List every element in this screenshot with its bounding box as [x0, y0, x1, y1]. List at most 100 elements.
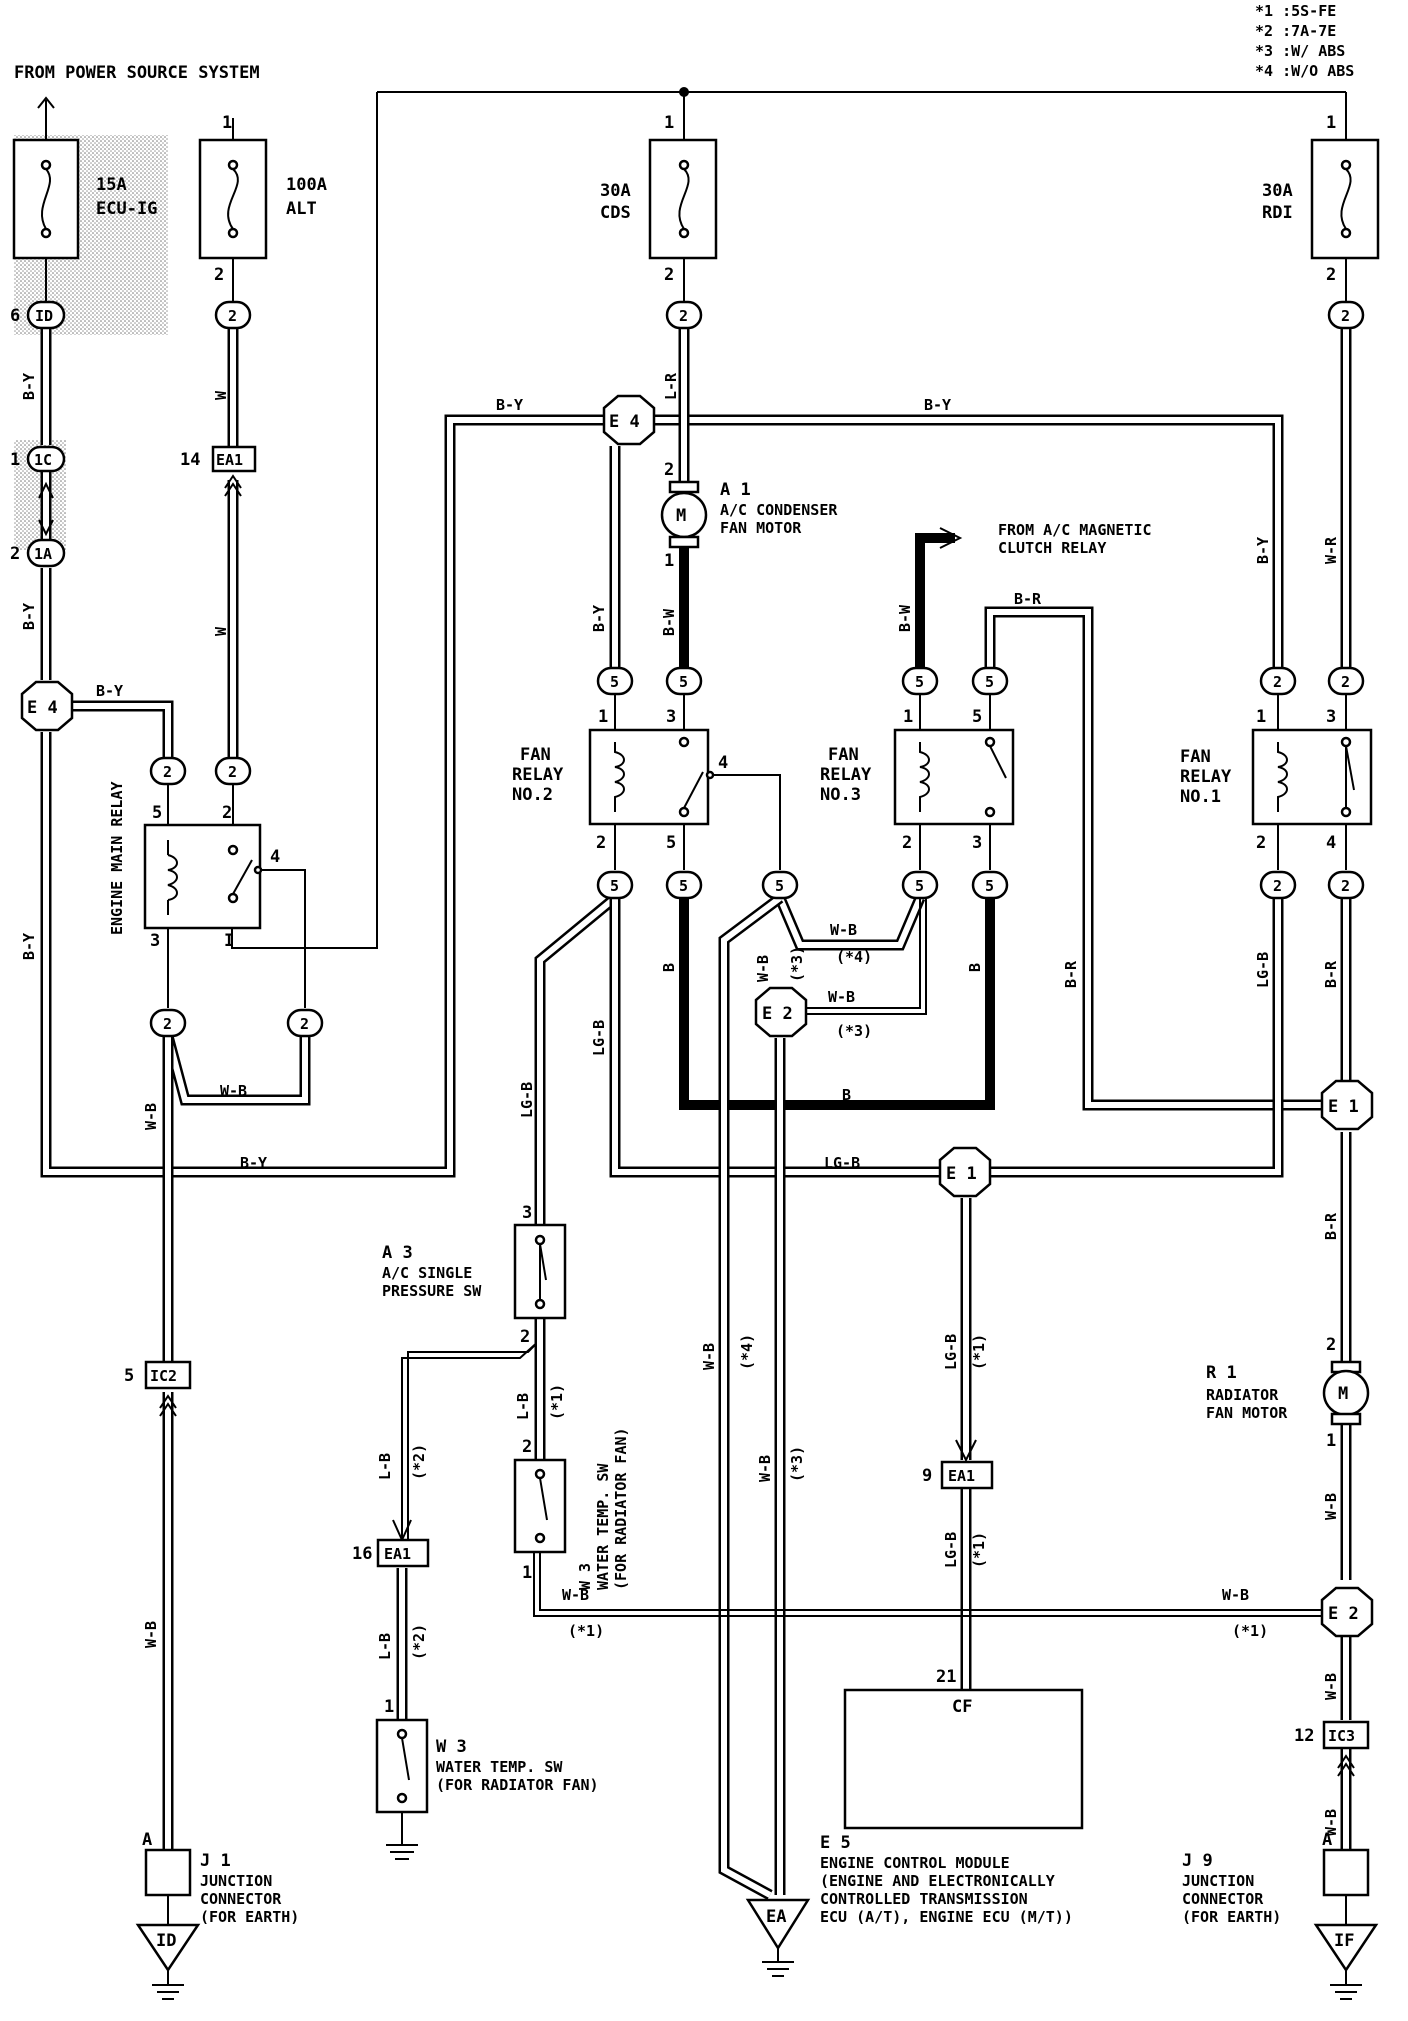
conn-r3-top-5: 5 — [971, 666, 1009, 696]
svg-text:5: 5 — [915, 877, 924, 895]
junction-e4-left: E 4 — [20, 680, 74, 732]
svg-text:2: 2 — [1341, 673, 1350, 691]
svg-text:(*1): (*1) — [1232, 1622, 1268, 1640]
svg-text:(FOR EARTH): (FOR EARTH) — [200, 1908, 299, 1926]
svg-text:NO.1: NO.1 — [1180, 787, 1221, 807]
svg-text:4: 4 — [270, 847, 280, 867]
svg-text:2: 2 — [10, 544, 20, 564]
svg-text:B-R: B-R — [1014, 590, 1042, 608]
power-source-label: FROM POWER SOURCE SYSTEM — [14, 63, 260, 83]
connector-mr-3: 2 — [149, 1008, 187, 1038]
svg-text:L-B: L-B — [376, 1633, 394, 1660]
wire-by-main-relay — [72, 700, 174, 758]
svg-text:R 1: R 1 — [1206, 1363, 1237, 1383]
svg-text:16: 16 — [352, 1544, 372, 1564]
svg-text:W-B: W-B — [830, 921, 857, 939]
svg-text:W-B: W-B — [562, 1586, 589, 1604]
svg-text:2: 2 — [902, 833, 912, 853]
connector-ea1-alt: EA1 14 — [180, 445, 257, 497]
svg-text:ECU-IG: ECU-IG — [96, 199, 157, 219]
svg-text:W-B: W-B — [1322, 1809, 1340, 1836]
svg-text:5: 5 — [124, 1366, 134, 1386]
svg-text:5: 5 — [915, 673, 924, 691]
svg-text:2: 2 — [1326, 1335, 1336, 1355]
svg-text:B: B — [660, 963, 678, 972]
radiator-fan-motor: M R 1 RADIATOR FAN MOTOR 2 1 — [1206, 1335, 1370, 1451]
svg-text:B-W: B-W — [896, 604, 914, 632]
svg-text:2: 2 — [1273, 673, 1282, 691]
svg-text:(FOR RADIATOR FAN): (FOR RADIATOR FAN) — [436, 1776, 599, 1794]
svg-text:2: 2 — [520, 1327, 530, 1347]
conn-r2-bot-4: 5 — [761, 870, 799, 900]
svg-text:RADIATOR: RADIATOR — [1206, 1386, 1279, 1404]
svg-text:W-B: W-B — [142, 1621, 160, 1648]
svg-text:RDI: RDI — [1262, 203, 1293, 223]
note-3: *3 :W/ ABS — [1255, 42, 1345, 60]
svg-text:ALT: ALT — [286, 199, 317, 219]
svg-text:B-Y: B-Y — [924, 396, 951, 414]
svg-text:RELAY: RELAY — [820, 765, 872, 785]
svg-text:2: 2 — [1326, 265, 1336, 285]
svg-text:CONNECTOR: CONNECTOR — [1182, 1890, 1264, 1908]
svg-text:E 5: E 5 — [820, 1833, 851, 1853]
fan-relay-no1: FAN RELAY NO.1 1 3 2 4 — [1180, 707, 1373, 853]
connector-ic2: IC2 5 — [124, 1360, 192, 1417]
svg-text:E 4: E 4 — [609, 412, 640, 432]
svg-text:(*3): (*3) — [788, 946, 806, 982]
svg-text:B-Y: B-Y — [1254, 537, 1272, 564]
svg-text:5: 5 — [679, 877, 688, 895]
wire-b-loop — [679, 898, 995, 1110]
svg-text:(*4): (*4) — [836, 948, 872, 966]
svg-text:(*1): (*1) — [970, 1532, 988, 1568]
fuse-ecu-ig: 15A ECU-IG — [12, 138, 157, 260]
conn-r2-top-3: 5 — [665, 666, 703, 696]
svg-text:B-Y: B-Y — [20, 603, 38, 630]
svg-text:3: 3 — [666, 707, 676, 727]
junction-e4-top: E 4 — [602, 394, 656, 446]
svg-text:FAN: FAN — [828, 745, 859, 765]
svg-text:5: 5 — [775, 877, 784, 895]
connector-rdi-2: 2 — [1327, 300, 1365, 330]
engine-control-module: CF 21 E 5 ENGINE CONTROL MODULE (ENGINE … — [820, 1667, 1084, 1926]
svg-text:W-B: W-B — [1222, 1586, 1249, 1604]
svg-text:100A: 100A — [286, 175, 327, 195]
conn-r3-bot-3: 5 — [971, 870, 1009, 900]
conn-r2-bot-5: 5 — [665, 870, 703, 900]
svg-text:14: 14 — [180, 450, 200, 470]
svg-text:W-B: W-B — [142, 1103, 160, 1130]
conn-r1-top-1: 2 — [1259, 666, 1297, 696]
svg-text:W-B: W-B — [1322, 1673, 1340, 1700]
svg-text:2: 2 — [228, 307, 237, 325]
svg-text:CF: CF — [952, 1697, 972, 1717]
svg-text:LG-B: LG-B — [824, 1154, 860, 1172]
svg-text:A 1: A 1 — [720, 480, 751, 500]
svg-text:ENGINE CONTROL MODULE: ENGINE CONTROL MODULE — [820, 1854, 1010, 1872]
svg-text:EA1: EA1 — [216, 451, 243, 469]
svg-text:1: 1 — [664, 551, 674, 571]
svg-text:W-B: W-B — [700, 1343, 718, 1370]
wire-wb-gnd-a — [718, 893, 784, 1900]
svg-text:5: 5 — [610, 877, 619, 895]
svg-text:1: 1 — [664, 113, 674, 133]
svg-text:CDS: CDS — [600, 203, 631, 223]
svg-text:1: 1 — [384, 1697, 394, 1717]
svg-text:2: 2 — [1341, 877, 1350, 895]
wire-color-labels: B-Y B-Y B-Y B-Y W W B-Y B-Y B-Y L-R B-Y … — [20, 372, 1340, 1836]
notes-legend: *1 :5S-FE *2 :7A-7E *3 :W/ ABS *4 :W/O A… — [1255, 2, 1354, 80]
svg-text:B-R: B-R — [1062, 960, 1080, 988]
note-2: *2 :7A-7E — [1255, 22, 1336, 40]
ac-single-pressure-switch: 3 2 A 3 A/C SINGLE PRESSURE SW — [382, 1203, 567, 1347]
note-4: *4 :W/O ABS — [1255, 62, 1354, 80]
svg-text:4: 4 — [718, 753, 728, 773]
svg-text:(ENGINE AND ELECTRONICALLY: (ENGINE AND ELECTRONICALLY — [820, 1872, 1055, 1890]
svg-text:ID: ID — [35, 307, 53, 325]
wire-by-right — [641, 414, 1284, 668]
svg-text:WATER TEMP. SW: WATER TEMP. SW — [594, 1463, 612, 1590]
connector-id: ID 6 — [10, 300, 66, 330]
svg-text:2: 2 — [1273, 877, 1282, 895]
svg-text:LG-B: LG-B — [518, 1082, 536, 1118]
ac-condenser-fan-motor: M A 1 A/C CONDENSER FAN MOTOR 2 1 — [660, 460, 838, 571]
svg-text:(*2): (*2) — [410, 1444, 428, 1480]
svg-text:EA: EA — [766, 1907, 786, 1927]
svg-text:A: A — [142, 1830, 152, 1850]
